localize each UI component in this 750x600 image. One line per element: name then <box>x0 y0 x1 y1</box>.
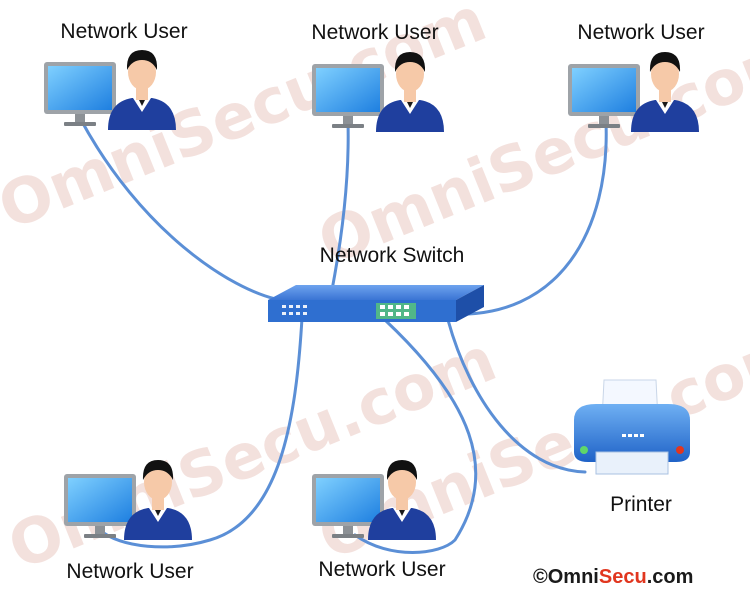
watermark-text: OmniSecu.com <box>0 322 506 584</box>
cable-user-3 <box>446 120 608 316</box>
copyright-part-1: Omni <box>547 566 599 588</box>
printer-icon <box>574 379 690 475</box>
cable-user-1 <box>78 116 282 302</box>
user-icon <box>108 50 176 130</box>
user-label: Network User <box>60 20 188 43</box>
user-label: Network User <box>311 21 439 44</box>
cable-user-4 <box>98 316 304 549</box>
copyright-icon: © <box>533 566 548 588</box>
copyright-part-3: .com <box>646 566 694 588</box>
user-label: Network User <box>318 558 446 581</box>
printer-label: Printer <box>610 493 672 516</box>
user-label: Network User <box>577 21 705 44</box>
computer-icon <box>44 62 116 126</box>
user-label: Network User <box>66 560 194 583</box>
user-2 <box>312 52 444 132</box>
copyright: ©OmniSecu.com <box>533 566 693 589</box>
cable-printer <box>446 318 587 474</box>
cable-user-5 <box>353 318 478 554</box>
copyright-part-2: Secu <box>598 566 647 588</box>
user-1 <box>44 50 176 130</box>
switch-label: Network Switch <box>319 244 465 267</box>
switch-icon <box>268 285 484 322</box>
